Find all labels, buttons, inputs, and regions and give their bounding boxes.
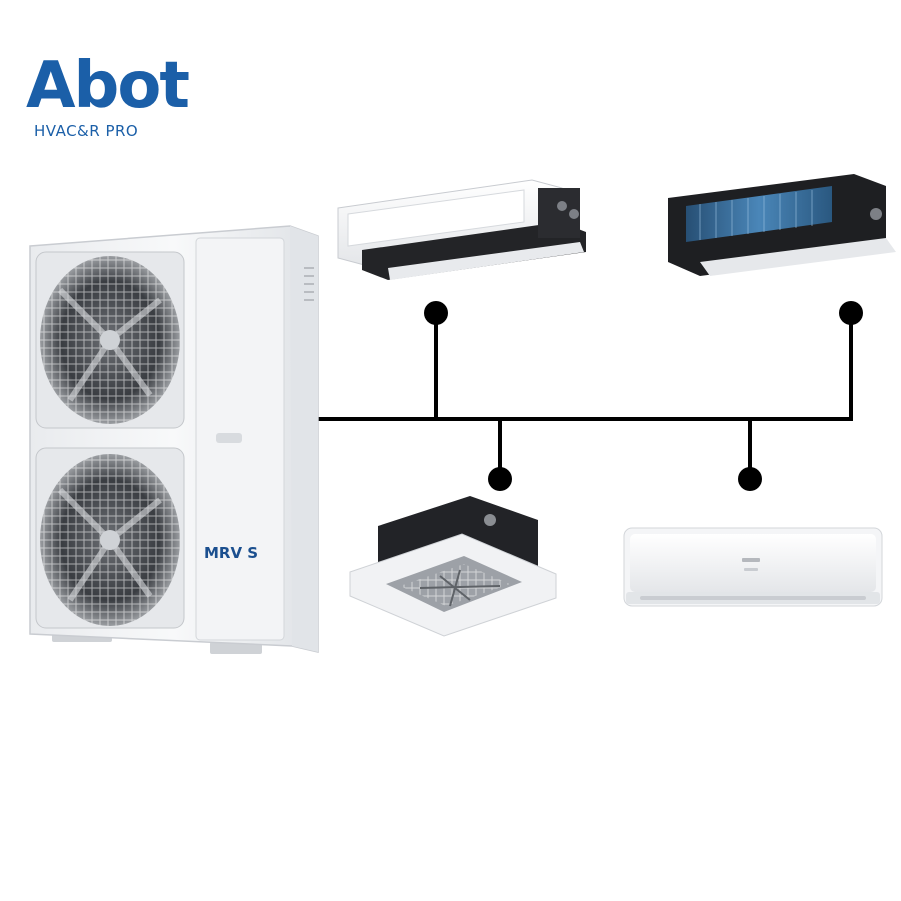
brand-logo: Abot HVAC&R PRO bbox=[26, 52, 190, 142]
logo-tagline: HVAC&R PRO bbox=[34, 122, 139, 140]
logo-wordmark: Abot bbox=[26, 49, 190, 123]
connection-node-slim-duct bbox=[424, 301, 448, 325]
refrigerant-piping bbox=[318, 313, 853, 479]
connection-node-wall-split bbox=[738, 467, 762, 491]
indoor-cassette-unit bbox=[349, 496, 557, 637]
outdoor-fan-top bbox=[35, 251, 185, 429]
connection-node-ducted bbox=[839, 301, 863, 325]
outdoor-unit: MRV S bbox=[29, 225, 319, 654]
indoor-slim-duct-unit bbox=[337, 179, 586, 280]
outdoor-fan-bottom bbox=[35, 447, 185, 629]
indoor-ducted-unit bbox=[668, 174, 896, 276]
indoor-wall-split-unit bbox=[623, 527, 883, 607]
connection-node-cassette bbox=[488, 467, 512, 491]
outdoor-unit-label: MRV S bbox=[204, 544, 258, 562]
